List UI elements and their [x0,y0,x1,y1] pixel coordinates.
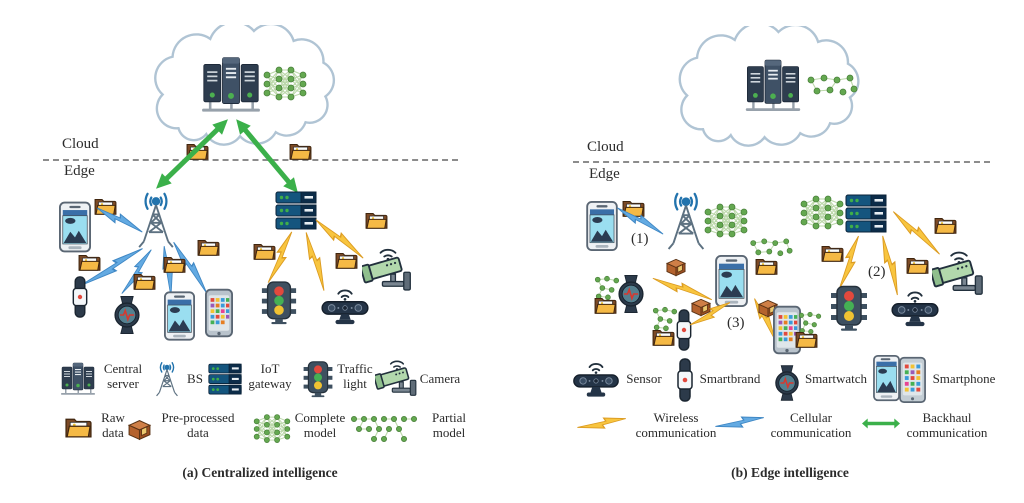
raw-data-icon [289,141,312,161]
legend-wireless-bolt-icon [576,407,627,439]
legend-bs-icon [149,361,185,397]
legend-bs-label: BS [187,371,203,386]
camera-icon [362,241,414,298]
legend-iot-gateway-icon [208,363,242,396]
legend-traffic-light-label: Traffic light [337,361,373,391]
partial-model-icon [806,74,858,100]
legend-sensor-icon [572,360,620,400]
cloud-edge-divider [43,159,458,161]
central-server-icon [741,54,805,116]
smartwatch-icon [112,294,142,336]
raw-data-icon [163,254,186,274]
raw-data-icon [795,329,818,349]
raw-data-icon [365,210,388,230]
cloud-layer-label: Cloud [62,136,99,152]
raw-data-icon [755,256,778,276]
legend-partial-model-icon [348,414,424,444]
traffic-light-icon [260,280,298,325]
complete-model-icon [262,64,308,104]
legend-iot-gateway-label: IoT gateway [248,361,292,391]
smartphone-icon [586,201,618,251]
raw-data-icon [652,327,675,347]
raw-data-icon [133,271,156,291]
panel-a-caption: (a) Centralized intelligence [182,465,338,480]
legend-smartphone-icon [873,354,927,404]
wireless-bolt-icon [650,277,715,301]
legend-central-server-label: Central server [103,361,143,391]
raw-data-icon [594,295,617,315]
legend-raw-data-label: Raw data [101,410,125,440]
edge-layer-label: Edge [64,163,95,179]
raw-data-icon [78,252,101,272]
iot-gateway-icon [845,194,887,234]
smartphone-icon [205,288,233,338]
raw-data-icon [906,255,929,275]
panel-b-caption: (b) Edge intelligence [731,465,849,480]
smartband-icon [70,276,90,318]
legend-preprocessed-label: Pre-processed data [161,410,235,440]
camera-icon [932,244,986,302]
cloud-edge-divider [573,161,990,163]
legend-backhaul-label: Backhaul communication [906,410,988,440]
legend-smartband-label: Smartbrand [699,371,761,386]
legend-backhaul-arrow-icon [862,417,900,430]
central-server-icon [197,52,265,116]
preprocessed-data-icon [665,258,687,277]
legend-complete-model-label: Complete model [294,410,346,440]
raw-data-icon [821,243,844,263]
legend-preprocessed-icon [127,419,152,441]
legend-smartwatch-label: Smartwatch [804,371,868,386]
legend-sensor-label: Sensor [626,371,662,386]
raw-data-icon [934,215,957,235]
smartwatch-icon [616,273,646,315]
legend-cellular-label: Cellular communication [770,410,852,440]
legend-smartphone-label: Smartphone [932,371,996,386]
complete-model-icon [798,193,846,233]
raw-data-icon [253,241,276,261]
smartphone-icon [164,291,195,341]
legend-raw-data-icon [65,415,92,439]
smartphone-icon [59,201,91,253]
legend-complete-model-icon [252,412,292,446]
raw-data-icon [335,250,358,270]
iot-gateway-icon [275,191,317,231]
annotation-2: (2) [868,264,886,280]
legend-wireless-label: Wireless communication [635,410,717,440]
raw-data-icon [197,237,220,257]
traffic-light-icon [829,285,869,331]
legend-partial-model-label: Partial model [432,410,466,440]
legend-camera-label: Camera [419,371,461,386]
cloud-layer-label: Cloud [587,139,624,155]
annotation-3: (3) [727,315,745,331]
edge-layer-label: Edge [589,166,620,182]
annotation-1: (1) [631,231,649,247]
legend-central-server-icon [58,360,98,397]
complete-model-icon [703,201,749,241]
